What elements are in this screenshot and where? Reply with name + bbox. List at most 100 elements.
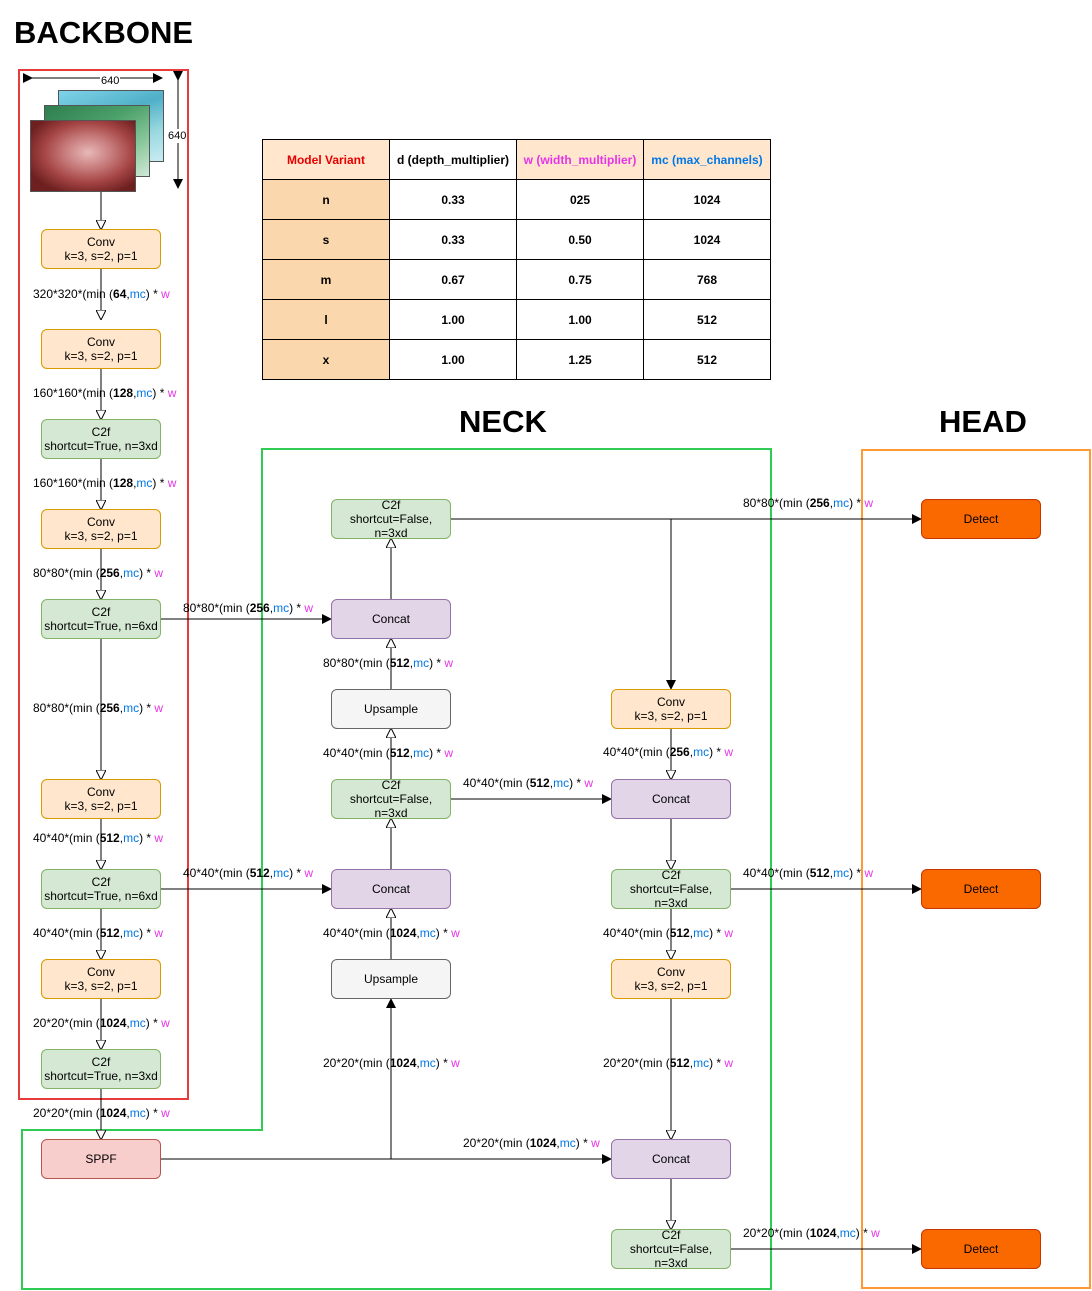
sppf-block[interactable]: SPPF <box>41 1139 161 1179</box>
block-params: k=3, s=2, p=1 <box>64 979 138 993</box>
shape-label-channels: 256 <box>809 496 830 510</box>
shape-label-prefix: 20*20*(min ( <box>323 1056 390 1070</box>
variant-table: Model Variant d (depth_multiplier) w (wi… <box>262 139 771 380</box>
variant-cell: s <box>262 219 390 260</box>
neck-c2f-top[interactable]: C2f shortcut=False, n=3xd <box>331 498 451 540</box>
backbone-conv-1[interactable]: Conv k=3, s=2, p=1 <box>41 229 161 269</box>
shape-label-prefix: 40*40*(min ( <box>323 926 390 940</box>
shape-label-prefix: 160*160*(min ( <box>33 476 114 490</box>
backbone-conv-2[interactable]: Conv k=3, s=2, p=1 <box>41 329 161 369</box>
shape-label-times: * <box>156 476 168 490</box>
shape-label-channels: 128 <box>113 476 134 490</box>
shape-label-channels: 1024 <box>99 1016 127 1030</box>
backbone-conv-4[interactable]: Conv k=3, s=2, p=1 <box>41 779 161 819</box>
shape-label-comma: , <box>126 1016 130 1030</box>
shape-label-close: ) <box>139 566 144 580</box>
neck-upsample-1[interactable]: Upsample <box>331 689 451 729</box>
neck-concat-4[interactable]: Concat <box>611 1139 731 1179</box>
shape-label-close: ) <box>145 1106 150 1120</box>
neck-upsample-2[interactable]: Upsample <box>331 959 451 999</box>
shape-label-w: w <box>154 566 164 580</box>
block-title: Detect <box>963 512 999 526</box>
neck-conv-1[interactable]: Conv k=3, s=2, p=1 <box>611 689 731 729</box>
shape-label: 40*40*(min (512,mc) * w <box>183 866 313 880</box>
neck-concat-1[interactable]: Concat <box>331 599 451 639</box>
shape-label-comma: , <box>269 601 274 615</box>
shape-label-prefix: 80*80*(min ( <box>743 496 810 510</box>
shape-label: 40*40*(min (512,mc) * w <box>323 746 453 760</box>
shape-label-prefix: 40*40*(min ( <box>603 745 670 759</box>
head-title: HEAD <box>939 404 1027 439</box>
shape-label-w: w <box>304 866 314 880</box>
shape-label-times: * <box>143 926 155 940</box>
neck-concat-2[interactable]: Concat <box>331 869 451 909</box>
backbone-c2f-4[interactable]: C2f shortcut=True, n=3xd <box>41 1049 161 1089</box>
d-cell: 0.67 <box>389 259 517 300</box>
neck-c2f-right-mid[interactable]: C2f shortcut=False, n=3xd <box>611 868 731 910</box>
block-params: shortcut=False, <box>349 792 433 806</box>
shape-label-times: * <box>433 746 445 760</box>
shape-label-close: ) <box>575 1136 580 1150</box>
neck-frame <box>21 448 772 1290</box>
block-title: Concat <box>651 792 691 806</box>
shape-label: 20*20*(min (1024,mc) * w <box>463 1136 600 1150</box>
shape-label: 80*80*(min (256,mc) * w <box>33 701 163 715</box>
shape-label: 20*20*(min (1024,mc) * w <box>743 1226 880 1240</box>
shape-label-close: ) <box>429 656 434 670</box>
shape-label-w: w <box>444 746 454 760</box>
shape-label: 40*40*(min (512,mc) * w <box>743 866 873 880</box>
shape-label-prefix: 20*20*(min ( <box>743 1226 810 1240</box>
neck-title: NECK <box>459 404 547 439</box>
shape-label: 40*40*(min (256,mc) * w <box>603 745 733 759</box>
detect-head-3[interactable]: Detect <box>921 1229 1041 1269</box>
block-params: shortcut=True, n=3xd <box>44 439 158 453</box>
shape-label-prefix: 40*40*(min ( <box>603 926 670 940</box>
d-cell: 0.33 <box>389 219 517 260</box>
shape-label-times: * <box>433 656 445 670</box>
detect-head-1[interactable]: Detect <box>921 499 1041 539</box>
shape-label-close: ) <box>145 1016 150 1030</box>
backbone-c2f-1[interactable]: C2f shortcut=True, n=3xd <box>41 419 161 459</box>
shape-label: 20*20*(min (1024,mc) * w <box>33 1016 170 1030</box>
shape-label-times: * <box>149 287 162 301</box>
shape-label-mc: mc <box>559 1136 576 1150</box>
backbone-c2f-2[interactable]: C2f shortcut=True, n=6xd <box>41 599 161 639</box>
shape-label-prefix: 20*20*(min ( <box>463 1136 530 1150</box>
shape-label-w: w <box>451 926 460 940</box>
backbone-c2f-3[interactable]: C2f shortcut=True, n=6xd <box>41 869 161 909</box>
block-title: C2f <box>91 605 111 619</box>
shape-label-mc: mc <box>693 745 710 759</box>
block-title: C2f <box>91 425 111 439</box>
shape-label: 320*320*(min (64,mc) * w <box>33 287 170 301</box>
block-title: SPPF <box>85 1152 117 1166</box>
shape-label-w: w <box>724 745 734 759</box>
block-params-2: n=3xd <box>654 1256 688 1270</box>
shape-label-mc: mc <box>273 601 290 615</box>
shape-label-close: ) <box>289 601 294 615</box>
shape-label-prefix: 20*20*(min ( <box>33 1016 100 1030</box>
shape-label-times: * <box>149 1016 162 1030</box>
block-title: Upsample <box>363 972 419 986</box>
neck-concat-3[interactable]: Concat <box>611 779 731 819</box>
shape-label-mc: mc <box>123 831 140 845</box>
shape-label-close: ) <box>849 866 854 880</box>
shape-label: 80*80*(min (256,mc) * w <box>33 566 163 580</box>
input-height-label: 640 <box>167 129 188 143</box>
detect-head-2[interactable]: Detect <box>921 869 1041 909</box>
w-cell: 0.50 <box>516 219 644 260</box>
shape-label-comma: , <box>409 746 414 760</box>
backbone-conv-5[interactable]: Conv k=3, s=2, p=1 <box>41 959 161 999</box>
shape-label-close: ) <box>139 701 144 715</box>
shape-label-w: w <box>864 866 874 880</box>
header-max-channels: mc (max_channels) <box>643 139 771 180</box>
shape-label: 40*40*(min (512,mc) * w <box>33 831 163 845</box>
backbone-conv-3[interactable]: Conv k=3, s=2, p=1 <box>41 509 161 549</box>
block-title: Conv <box>656 695 685 709</box>
neck-c2f-mid[interactable]: C2f shortcut=False, n=3xd <box>331 778 451 820</box>
neck-conv-2[interactable]: Conv k=3, s=2, p=1 <box>611 959 731 999</box>
block-params: k=3, s=2, p=1 <box>64 799 138 813</box>
shape-label-mc: mc <box>693 926 710 940</box>
neck-c2f-bottom[interactable]: C2f shortcut=False, n=3xd <box>611 1228 731 1270</box>
shape-label-times: * <box>713 926 725 940</box>
shape-label-channels: 512 <box>389 656 410 670</box>
